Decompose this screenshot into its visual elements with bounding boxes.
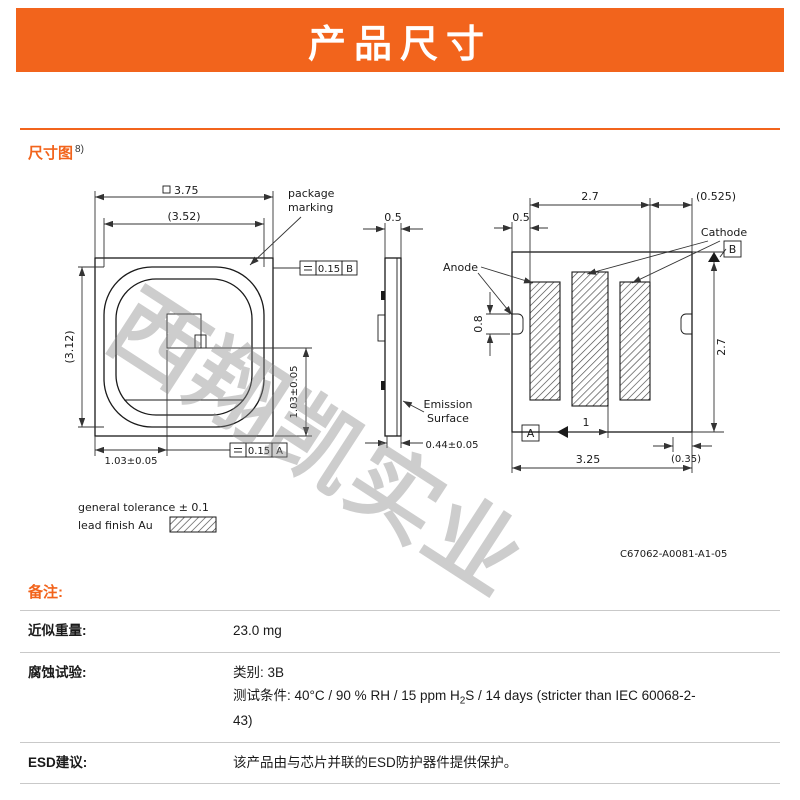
note-value-esd: 该产品由与芯片并联的ESD防护器件提供保护。 [233, 754, 518, 770]
notes-heading: 备注: [28, 584, 63, 601]
side-view: 0.5 Emission Surface 0.44±0.05 [363, 211, 478, 451]
tolerance-a-value: 0.15 [248, 446, 270, 457]
dim-chip-x-label: 1.03±0.05 [105, 456, 158, 467]
tolerance-b-value: 0.15 [318, 264, 340, 275]
package-marking-label-1: package [288, 187, 335, 200]
bottom-view: 0.5 2.7 (0.525) Anode Cathode B 2.7 0.8 … [443, 190, 747, 473]
note-value-weight: 23.0 mg [233, 623, 282, 638]
dim-thickness-label: 0.5 [384, 211, 402, 224]
dim-notch-label: 0.8 [472, 315, 485, 333]
page-title: 产品尺寸 [307, 23, 492, 66]
footnote-marker: 8) [75, 144, 84, 155]
dim-body-width-label: (3.52) [167, 210, 200, 223]
corrosion-category-line: 类别: 3B [233, 664, 285, 680]
dim-pad-offset-label: 0.5 [512, 211, 530, 224]
general-tolerance-note: general tolerance ± 0.1 [78, 501, 209, 514]
dim-right-margin-label: (0.525) [696, 190, 736, 203]
table-row: ESD建议: 该产品由与芯片并联的ESD防护器件提供保护。 [20, 743, 780, 785]
dimension-drawing-svg: 3.75 (3.52) (3.12) 1.03±0.05 0.15 A [63, 184, 747, 560]
cathode-label: Cathode [701, 226, 747, 239]
page-header-banner: 产品尺寸 [16, 8, 784, 72]
tolerance-frame-a: 0.15 A [229, 442, 288, 458]
note-label-corrosion: 腐蚀试验: [28, 664, 87, 680]
dim-body-height-label: (3.12) [63, 330, 76, 363]
corrosion-condition-line: 测试条件: 40°C / 90 % RH / 15 ppm H2S / 14 d… [233, 687, 696, 707]
tolerance-a-datum: A [276, 446, 283, 457]
dim-chip-y-label: 1.03±0.05 [289, 366, 300, 419]
dim-corner-label: (0.35) [671, 454, 701, 465]
top-view: 3.75 (3.52) (3.12) 1.03±0.05 0.15 A [63, 184, 358, 467]
lead-finish-note: lead finish Au [78, 519, 153, 532]
datum-b-triangle [708, 252, 720, 262]
datum-a-label: A [527, 427, 535, 440]
drawing-part-number: C67062-A0081-A1-05 [620, 549, 727, 560]
datum-b-label: B [729, 243, 737, 256]
table-row: 腐蚀试验: 类别: 3B 测试条件: 40°C / 90 % RH / 15 p… [20, 653, 780, 743]
dim-center-label: 1 [583, 416, 590, 429]
dim-overall-bottom-label: 3.25 [576, 453, 601, 466]
corrosion-condition-wrap-line: 43) [233, 712, 253, 728]
dim-pads-span-label: 2.7 [581, 190, 599, 203]
notes-table: 近似重量: 23.0 mg 腐蚀试验: 类别: 3B 测试条件: 40°C / … [20, 610, 780, 785]
note-label-weight: 近似重量: [28, 623, 87, 638]
anode-pad [529, 281, 561, 401]
table-row: 近似重量: 23.0 mg [20, 611, 780, 653]
package-marking-label-2: marking [288, 201, 333, 214]
tolerance-b-datum: B [346, 264, 353, 275]
notes-section: 备注: 近似重量: 23.0 mg 腐蚀试验: 类别: 3B 测试条件: 40°… [20, 581, 780, 785]
lead-finish-hatch-sample [169, 516, 217, 533]
note-value-corrosion: 类别: 3B 测试条件: 40°C / 90 % RH / 15 ppm H2S… [233, 662, 780, 733]
center-pad [571, 271, 609, 407]
dimension-drawing-label: 尺寸图 [28, 145, 74, 162]
dim-pad-height-label: 2.7 [715, 338, 728, 356]
dim-overall-top-label: 3.75 [174, 184, 199, 197]
emission-surface-label-1: Emission [424, 398, 473, 411]
anode-label: Anode [443, 261, 478, 274]
cathode-pad [619, 281, 651, 401]
section-divider [20, 128, 780, 130]
tolerance-frame-b: 0.15 B [299, 260, 358, 276]
dim-emission-label: 0.44±0.05 [426, 440, 479, 451]
datum-a-triangle [557, 426, 568, 438]
note-label-esd: ESD建议: [28, 754, 88, 770]
emission-surface-label-2: Surface [427, 412, 469, 425]
technical-drawing: 3.75 (3.52) (3.12) 1.03±0.05 0.15 A [20, 165, 780, 615]
